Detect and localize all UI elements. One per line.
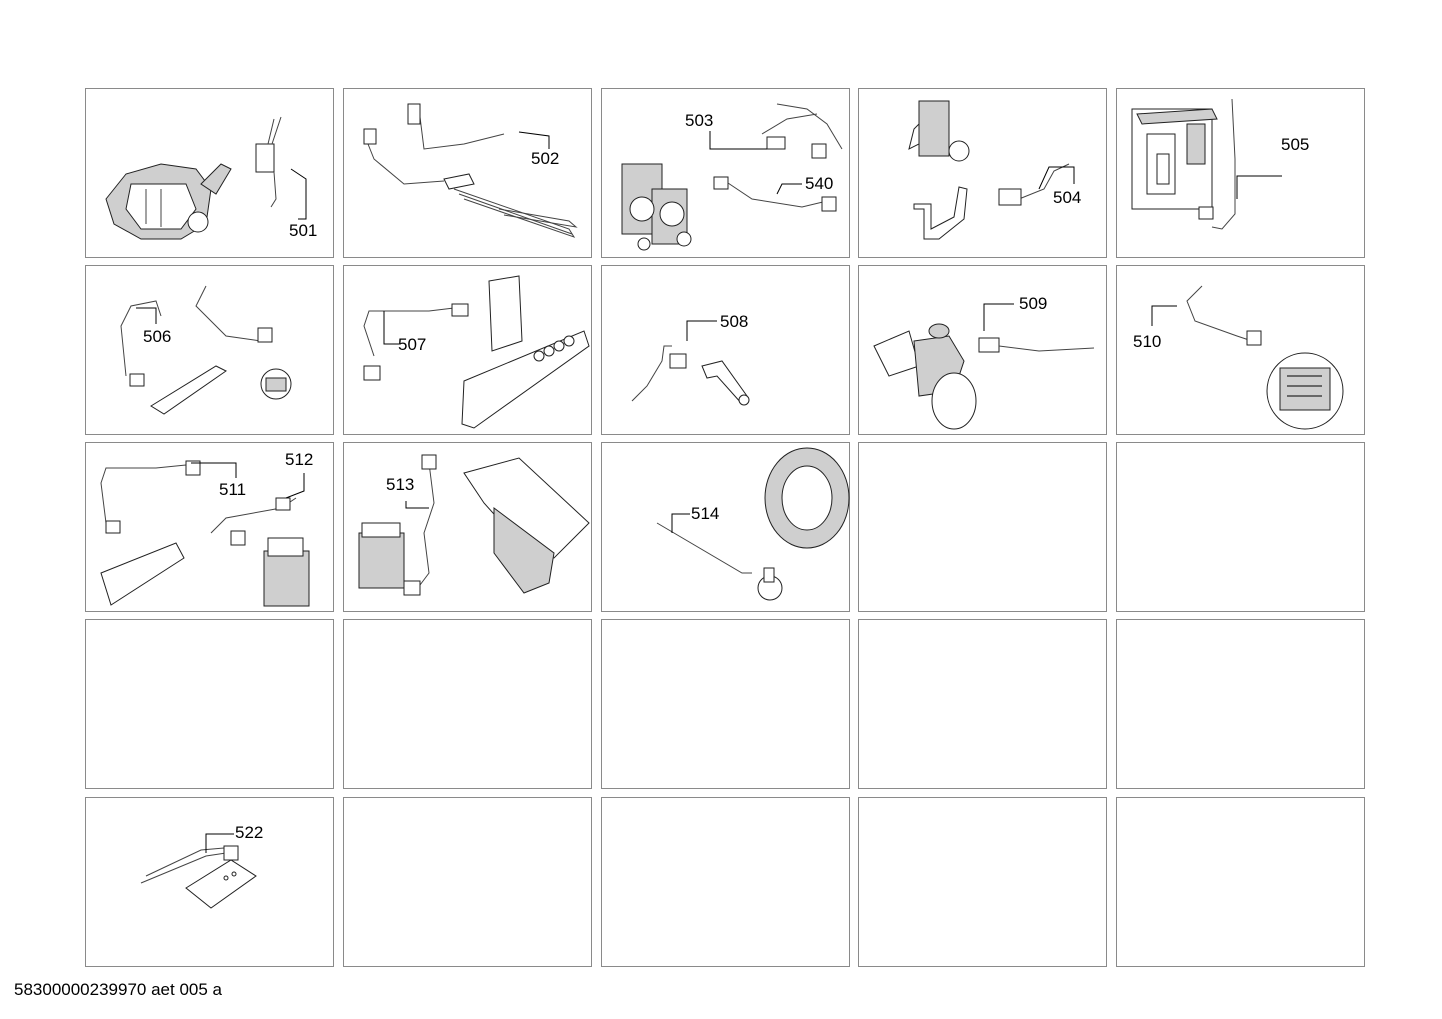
small-board-illustration: 522 (140, 823, 263, 909)
ntc-sensor-illustration: 508 (631, 312, 750, 406)
part-panel-503: 503 540 (601, 88, 850, 258)
module-box-illustration: 505 (1131, 98, 1309, 230)
leader-line (1151, 305, 1177, 326)
leader-line (709, 131, 767, 150)
part-panel-514: 514 (601, 442, 850, 612)
leader-line (136, 307, 157, 324)
part-panel-510: 510 (1116, 265, 1365, 435)
part-number-label: 508 (720, 312, 748, 331)
leader-line (285, 473, 305, 499)
empty-panel (1116, 619, 1365, 789)
part-panel-501: 501 (85, 88, 334, 258)
part-panel-511: 511 512 (85, 442, 334, 612)
part-panel-502: 502 (343, 88, 592, 258)
part-panel-513: 513 (343, 442, 592, 612)
leader-line (205, 833, 234, 853)
control-board-illustration: 507 (363, 275, 590, 429)
empty-panel (343, 619, 592, 789)
empty-panel (858, 442, 1107, 612)
part-number-label: 503 (685, 111, 713, 130)
part-number-label: 511 (219, 480, 246, 499)
part-panel-509: 509 (858, 265, 1107, 435)
empty-panel (343, 797, 592, 967)
leader-line (983, 303, 1014, 331)
leader-line (776, 183, 802, 195)
part-panel-522: 522 (85, 797, 334, 967)
part-number-label: 505 (1281, 135, 1309, 154)
valve-single-illustration: 504 (908, 100, 1081, 240)
leader-line (290, 168, 307, 220)
part-number-label: 522 (235, 823, 263, 842)
part-panel-507: 507 (343, 265, 592, 435)
empty-panel (601, 619, 850, 789)
part-number-label: 509 (1019, 294, 1047, 313)
document-id: 58300000239970 aet 005 a (14, 980, 222, 999)
empty-panel (858, 797, 1107, 967)
valve-double-illustration: 503 540 (621, 103, 843, 251)
part-number-label: 506 (143, 327, 171, 346)
empty-panel (1116, 442, 1365, 612)
part-panel-504: 504 (858, 88, 1107, 258)
leader-line (518, 131, 550, 149)
part-number-label: 540 (805, 174, 833, 193)
part-panel-508: 508 (601, 265, 850, 435)
empty-panel (858, 619, 1107, 789)
pressure-sensor-illustration: 506 (120, 285, 292, 415)
parts-diagram-grid: 501 502 503 540 504 505 506 (85, 88, 1366, 970)
part-number-label: 513 (386, 475, 414, 494)
part-number-label: 512 (285, 450, 313, 469)
leader-line (671, 513, 690, 533)
tub-flange-illustration: 514 (656, 447, 850, 601)
leader-line (191, 462, 237, 478)
heater-illustration: 502 (363, 103, 578, 238)
leader-line (405, 501, 429, 509)
leader-line (1038, 166, 1075, 190)
leader-line (1236, 175, 1282, 199)
part-number-label: 510 (1133, 332, 1161, 351)
leader-line (686, 320, 717, 341)
connector-detail-illustration: 510 (1133, 285, 1344, 430)
part-panel-505: 505 (1116, 88, 1365, 258)
empty-panel (601, 797, 850, 967)
boards-pair-illustration: 511 512 (100, 450, 313, 607)
leader-line (383, 311, 399, 345)
drain-pump-illustration: 509 (873, 294, 1095, 430)
part-panel-506: 506 (85, 265, 334, 435)
empty-panel (1116, 797, 1365, 967)
part-number-label: 502 (531, 149, 559, 168)
dispenser-illustration: 513 (358, 454, 590, 596)
motor-illustration: 501 (105, 116, 317, 240)
part-number-label: 504 (1053, 188, 1081, 207)
empty-panel (85, 619, 334, 789)
part-number-label: 514 (691, 504, 719, 523)
part-number-label: 507 (398, 335, 426, 354)
part-number-label: 501 (289, 221, 317, 240)
